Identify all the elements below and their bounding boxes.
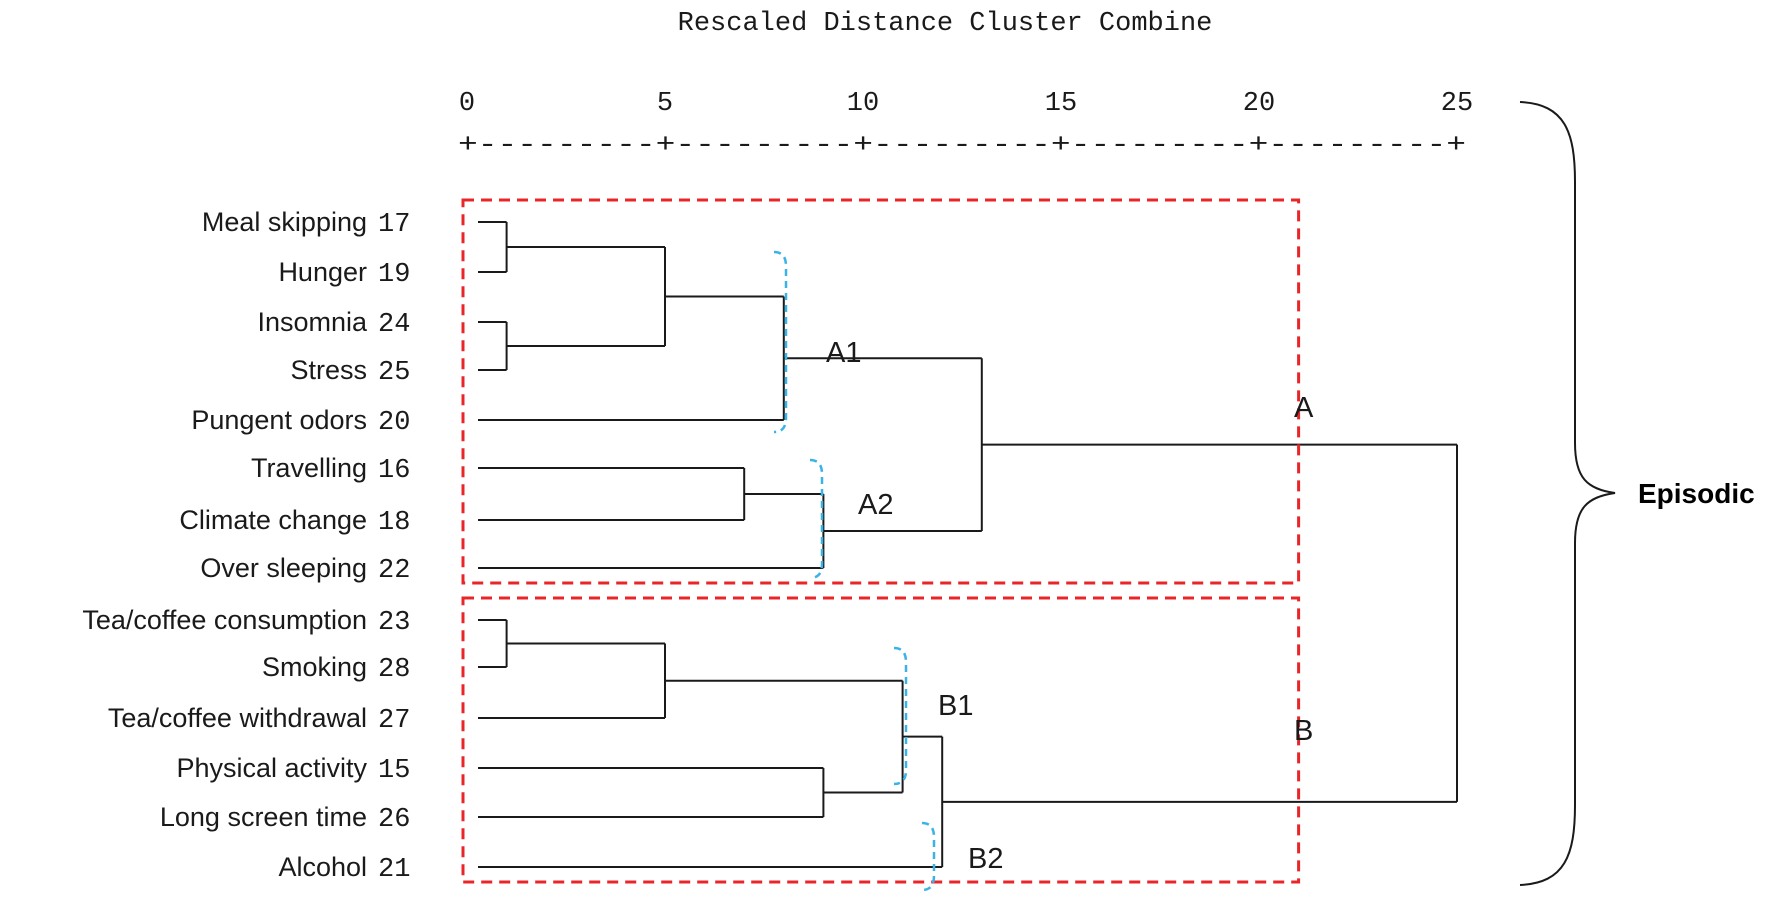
group-label: Episodic <box>1638 478 1755 509</box>
axis-ruler: +---------+---------+---------+---------… <box>458 131 1466 161</box>
leaf-id: 17 <box>378 210 410 240</box>
leaf-label: Hunger <box>278 257 367 287</box>
cluster-box <box>461 198 1301 585</box>
leaf-label: Climate change <box>179 505 367 535</box>
leaf-id: 18 <box>378 508 410 538</box>
cluster-label: B <box>1294 715 1313 747</box>
subcluster-bracket <box>921 821 936 892</box>
subcluster-bracket <box>893 646 908 786</box>
axis-tick-label: 25 <box>1441 89 1473 119</box>
leaf-label: Tea/coffee consumption <box>82 605 367 635</box>
subcluster-bracket <box>809 458 824 580</box>
leaf-label: Over sleeping <box>200 553 367 583</box>
leaf-id: 28 <box>378 655 410 685</box>
leaf-id: 25 <box>378 358 410 388</box>
leaf-label: Pungent odors <box>191 405 367 435</box>
axis-tick-label: 5 <box>657 89 673 119</box>
subcluster-label: B1 <box>938 690 973 722</box>
leaf-id: 27 <box>378 706 410 736</box>
axis-tick-label: 20 <box>1243 89 1275 119</box>
leaf-label: Long screen time <box>160 802 367 832</box>
leaf-label: Meal skipping <box>202 207 367 237</box>
group-brace <box>1519 101 1616 886</box>
chart-title: Rescaled Distance Cluster Combine <box>678 9 1213 39</box>
axis-tick-label: 0 <box>459 89 475 119</box>
cluster-box <box>461 596 1301 884</box>
subcluster-label: A1 <box>826 337 861 369</box>
leaf-label: Insomnia <box>257 307 368 337</box>
subcluster-bracket <box>773 250 788 434</box>
leaf-id: 24 <box>378 310 410 340</box>
leaf-label: Stress <box>290 355 367 385</box>
leaf-id: 20 <box>378 408 410 438</box>
cluster-label: A <box>1294 392 1314 424</box>
axis-tick-label: 15 <box>1045 89 1077 119</box>
leaf-id: 21 <box>378 855 410 885</box>
leaf-label: Physical activity <box>176 753 367 783</box>
leaf-id: 26 <box>378 805 410 835</box>
leaf-label: Alcohol <box>278 852 367 882</box>
leaf-id: 23 <box>378 608 410 638</box>
leaf-label: Tea/coffee withdrawal <box>108 703 367 733</box>
subcluster-label: A2 <box>858 489 893 521</box>
leaf-label: Smoking <box>262 652 367 682</box>
leaf-id: 15 <box>378 756 410 786</box>
subcluster-label: B2 <box>968 843 1003 875</box>
leaf-id: 16 <box>378 456 410 486</box>
leaf-label: Travelling <box>251 453 367 483</box>
leaf-id: 22 <box>378 556 410 586</box>
axis-tick-label: 10 <box>847 89 879 119</box>
leaf-id: 19 <box>378 260 410 290</box>
